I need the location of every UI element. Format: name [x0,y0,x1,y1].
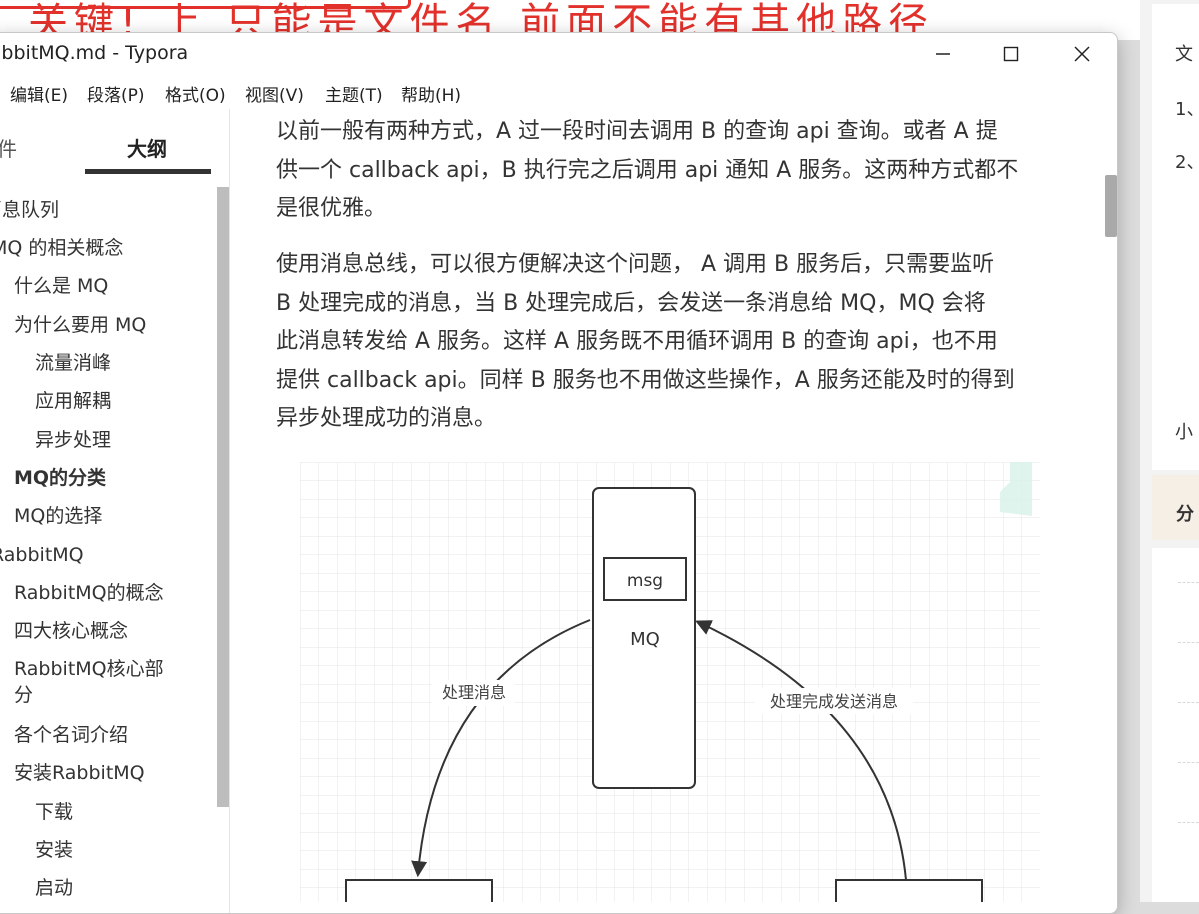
mq-label: MQ [630,629,660,650]
tab-files[interactable]: 文件 [0,133,17,162]
maximize-button[interactable] [977,33,1045,75]
outline-item[interactable]: RabbitMQ [0,544,84,566]
maximize-icon [1003,46,1019,62]
left-arrow [411,619,591,878]
outline-item[interactable]: MQ的选择 [14,505,103,527]
left-arrow-label-bg [432,680,514,706]
outline-item[interactable]: 启动 [35,877,74,899]
paragraph-1[interactable]: 以前一般有两种方式，A 过一段时间去调用 B 的查询 api 查询。或者 A 提… [276,113,1076,229]
left-arrow-label: 处理消息 [442,683,506,702]
close-icon [1074,46,1090,62]
outline-item[interactable]: 安装 [35,839,74,861]
menu-paragraph[interactable]: 段落(P) [87,86,145,106]
menu-format[interactable]: 格式(O) [165,86,226,106]
right-arrow-label-bg [755,688,913,714]
editor-scrollbar[interactable] [1105,175,1117,237]
service-a-box [345,879,493,902]
right-card [1152,4,1199,470]
text-line: 使用消息总线，可以很方便解决这个问题， A 调用 B 服务后，只需要监听 [276,252,995,277]
minimize-icon [936,53,950,55]
right-arrow [695,620,907,881]
text-line: B 处理完成的消息，当 B 处理完成后，会发送一条消息给 MQ，MQ 会将 [276,290,986,316]
right-list-divider [1178,762,1199,763]
paragraph-2[interactable]: 使用消息总线，可以很方便解决这个问题， A 调用 B 服务后，只需要监听 B 处… [276,246,1076,439]
sidebar-scrollbar[interactable] [217,187,229,807]
text-line: 提供 callback api。同样 B 服务也不用做这些操作，A 服务还能及时… [276,367,1015,393]
right-card-text-1: 文 [1175,44,1193,65]
outline-item[interactable]: 下载 [35,801,74,823]
msg-box [603,557,687,601]
outline-item[interactable]: 什么是 MQ [14,275,109,297]
msg-label: msg [627,571,663,591]
right-list-divider [1178,702,1199,703]
right-list-divider [1178,642,1199,643]
editor-content[interactable]: 以前一般有两种方式，A 过一段时间去调用 B 的查询 api 查询。或者 A 提… [230,109,1105,913]
sidebar: 文件 大纲 消息队列 MQ 的相关概念 什么是 MQ 为什么要用 MQ 流量消峰… [0,109,229,913]
right-arrow-label: 处理完成发送消息 [770,692,898,711]
outline-item[interactable]: RabbitMQ的概念 [14,582,164,604]
right-category-label: 分 [1176,504,1194,525]
watermark-shape [900,462,1032,516]
outline-item[interactable]: 消息队列 [0,199,60,221]
outline-item[interactable]: 四大核心概念 [14,620,129,642]
background-red-box [0,0,411,9]
text-line: 以前一般有两种方式，A 过一段时间去调用 B 的查询 api 查询。或者 A 提 [276,119,998,144]
menu-view[interactable]: 视图(V) [245,86,304,106]
outline-item[interactable]: 流量消峰 [35,352,112,374]
outline-item[interactable]: 分 [14,684,34,706]
tab-active-indicator [85,169,211,174]
sidebar-divider [229,109,230,913]
outline-item[interactable]: 安装RabbitMQ [14,762,145,784]
window-title: RabbitMQ.md - Typora [0,42,189,64]
outline-item-active[interactable]: MQ的分类 [14,467,107,489]
outline-item[interactable]: MQ 的相关概念 [0,237,124,259]
right-card-text-4: 小 [1175,422,1193,443]
outline-item[interactable]: 各个名词介绍 [14,724,129,746]
menu-edit[interactable]: 编辑(E) [10,86,69,106]
menu-bar: 编辑(E) 段落(P) 格式(O) 视图(V) 主题(T) 帮助(H) [0,75,1117,109]
text-line: 异步处理成功的消息。 [276,406,497,431]
outline-item[interactable]: 为什么要用 MQ [14,314,147,336]
menu-theme[interactable]: 主题(T) [325,86,383,106]
right-list-card [1152,548,1199,902]
text-line: 此消息转发给 A 服务。这样 A 服务既不用循环调用 B 的查询 api，也不用 [276,329,998,354]
outline-item[interactable]: RabbitMQ核心部 [14,658,164,680]
right-list-divider [1178,822,1199,823]
outline-item[interactable]: 应用解耦 [35,390,112,412]
mq-diagram-image: msg MQ 处理消息 处理完成发送消息 [300,462,1040,902]
outline-item[interactable]: 异步处理 [35,429,112,451]
text-line: 供一个 callback api，B 执行完之后调用 api 通知 A 服务。这… [276,157,1019,183]
tab-outline[interactable]: 大纲 [127,137,167,161]
title-bar[interactable]: RabbitMQ.md - Typora [0,33,1117,75]
service-b-box [835,879,983,902]
right-card-text-3: 2、 [1175,152,1199,173]
right-card-text-2: 1、 [1175,99,1199,120]
right-list-divider [1178,582,1199,583]
text-line: 是很优雅。 [276,196,387,221]
close-button[interactable] [1048,33,1116,75]
right-category-band [1152,475,1199,540]
menu-help[interactable]: 帮助(H) [401,86,462,106]
minimize-button[interactable] [909,33,977,75]
